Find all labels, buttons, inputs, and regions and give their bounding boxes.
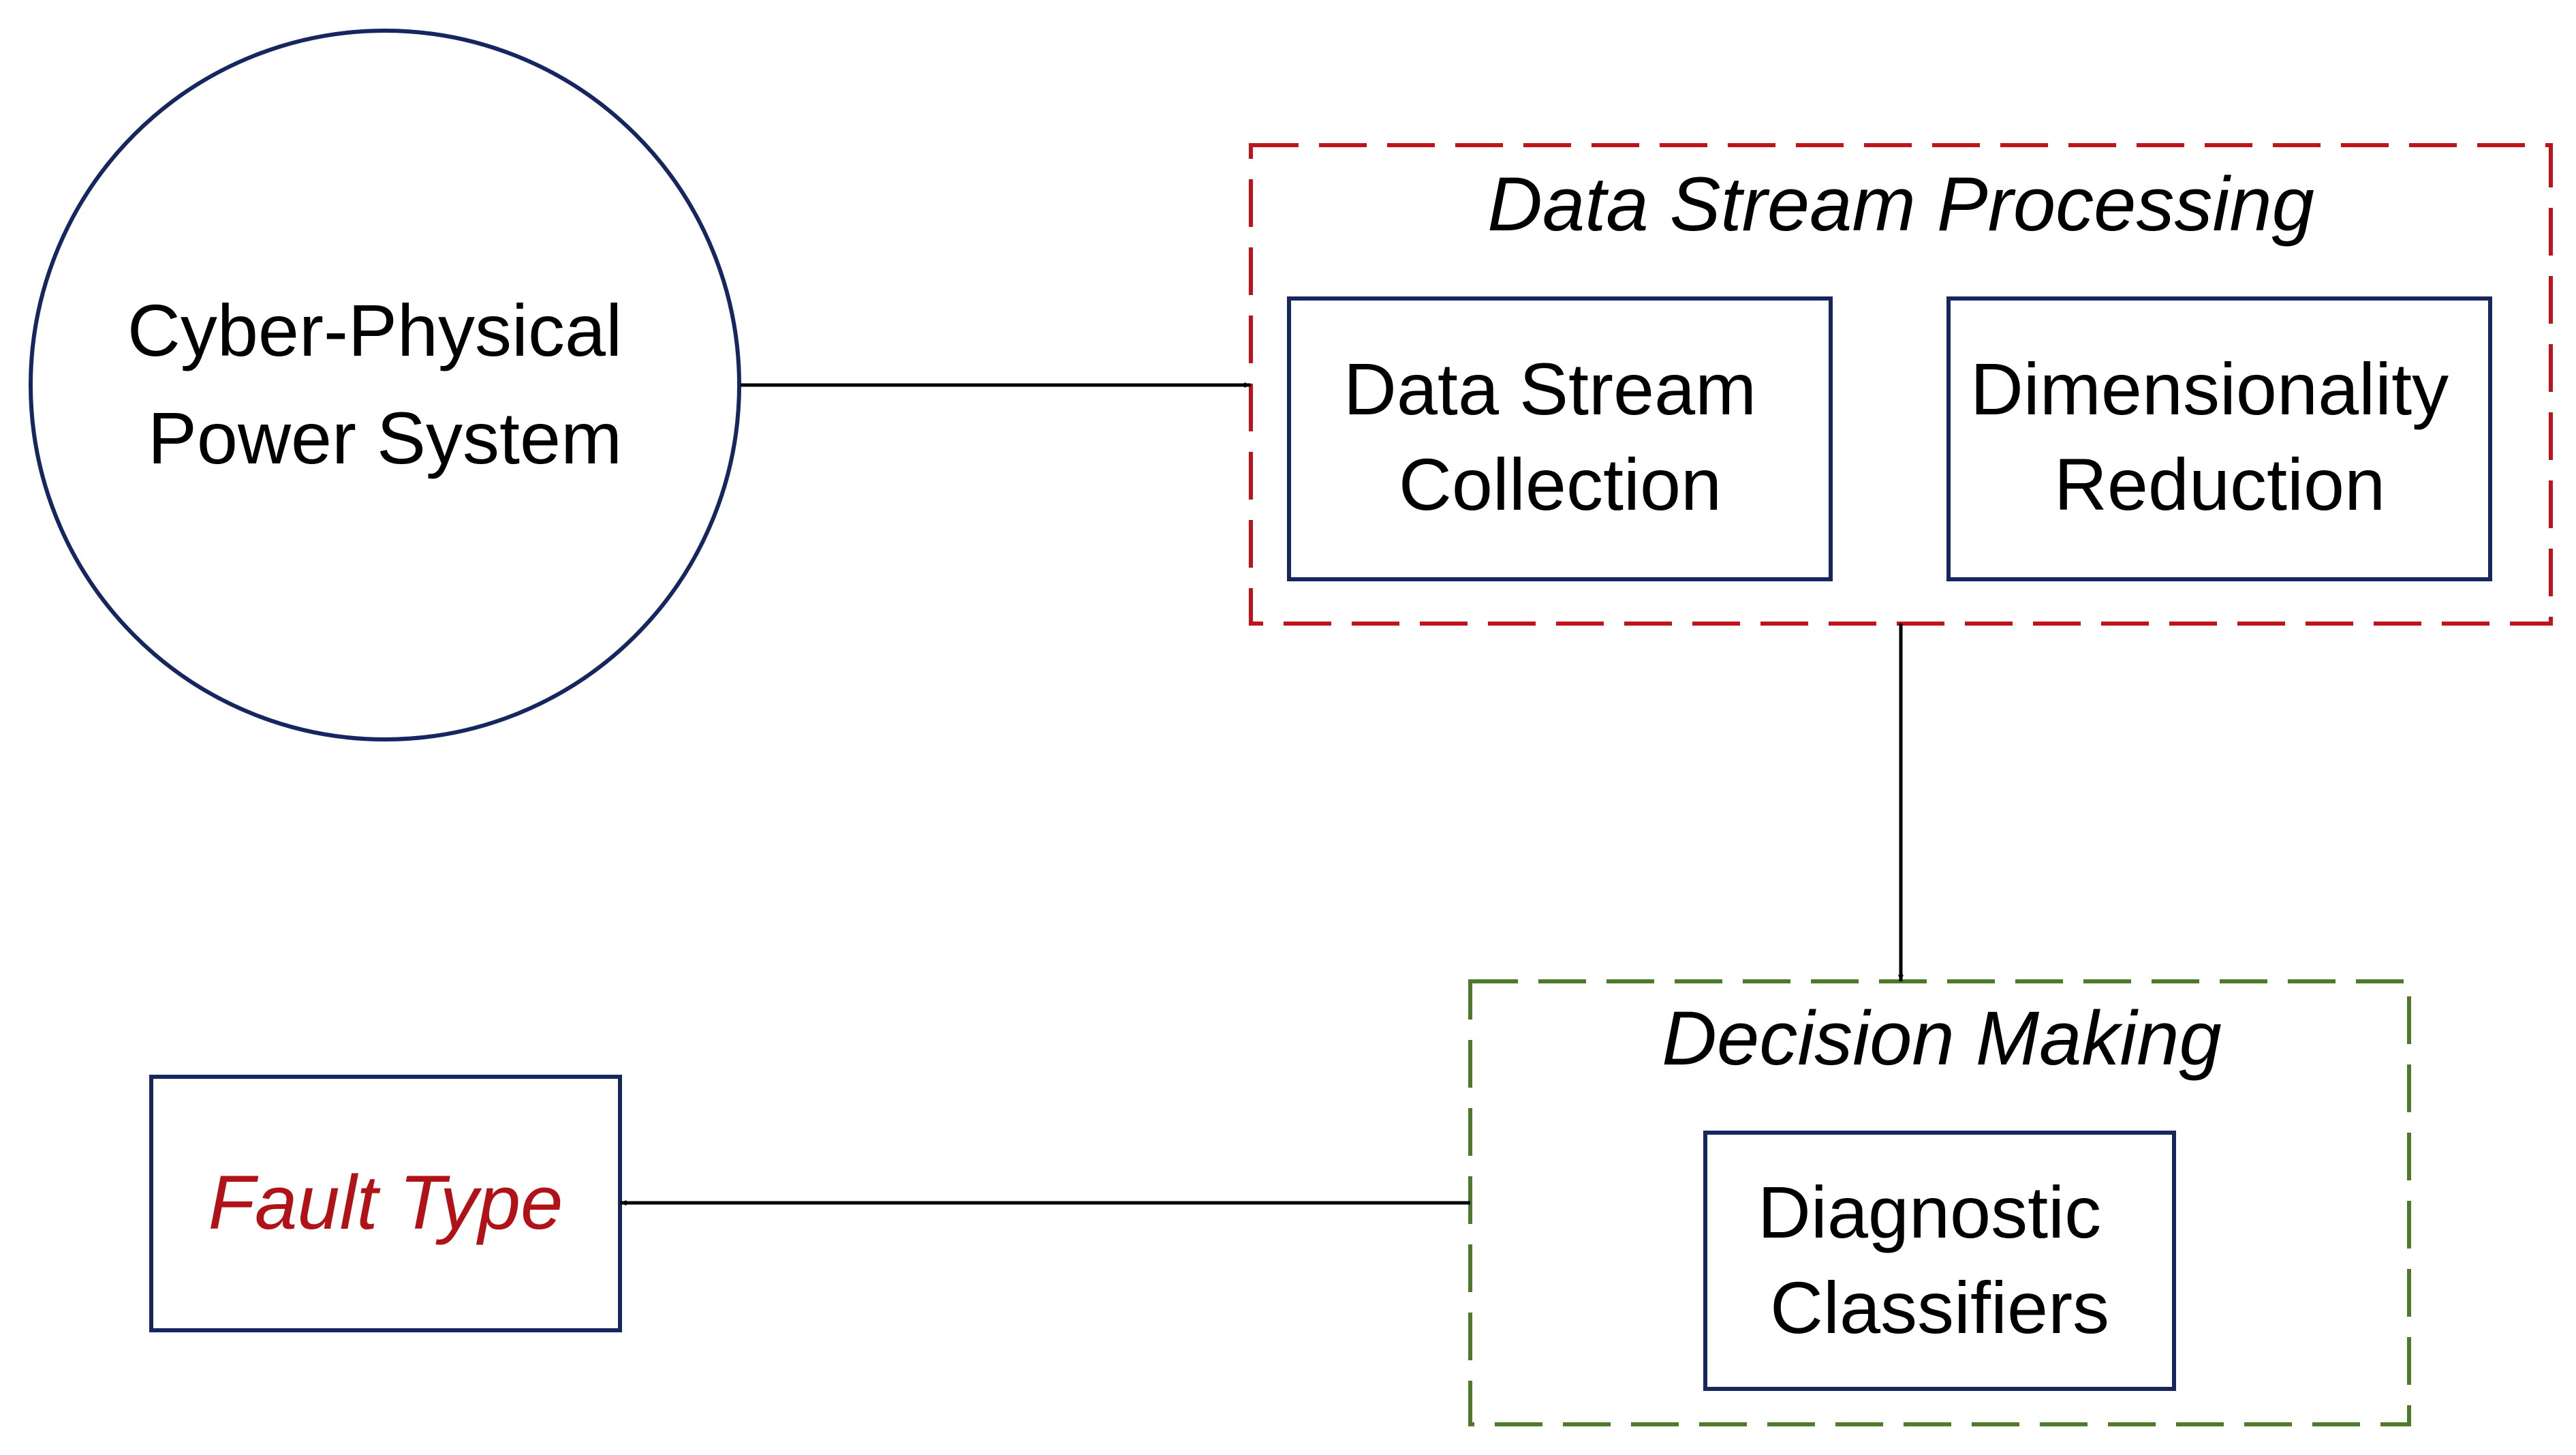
dimensionality-reduction-label: Dimensionality Reduction [1970, 348, 2469, 525]
decision-making-title: Decision Making [1662, 996, 2222, 1081]
data-stream-processing-title: Data Stream Processing [1487, 162, 2314, 247]
data-stream-collection-label: Data Stream Collection [1344, 348, 1777, 525]
diagnostic-classifiers-box [1703, 1131, 2176, 1391]
data-stream-collection-box [1287, 296, 1833, 581]
cyber-physical-power-system-label: Cyber-Physical Power System [127, 289, 642, 479]
cyber-physical-power-system-circle [29, 29, 741, 741]
dimensionality-reduction-box [1946, 296, 2492, 581]
fault-type-box [149, 1075, 622, 1332]
fault-type-label: Fault Type [208, 1160, 563, 1245]
diagnostic-classifiers-label: Diagnostic Classifiers [1758, 1171, 2122, 1349]
